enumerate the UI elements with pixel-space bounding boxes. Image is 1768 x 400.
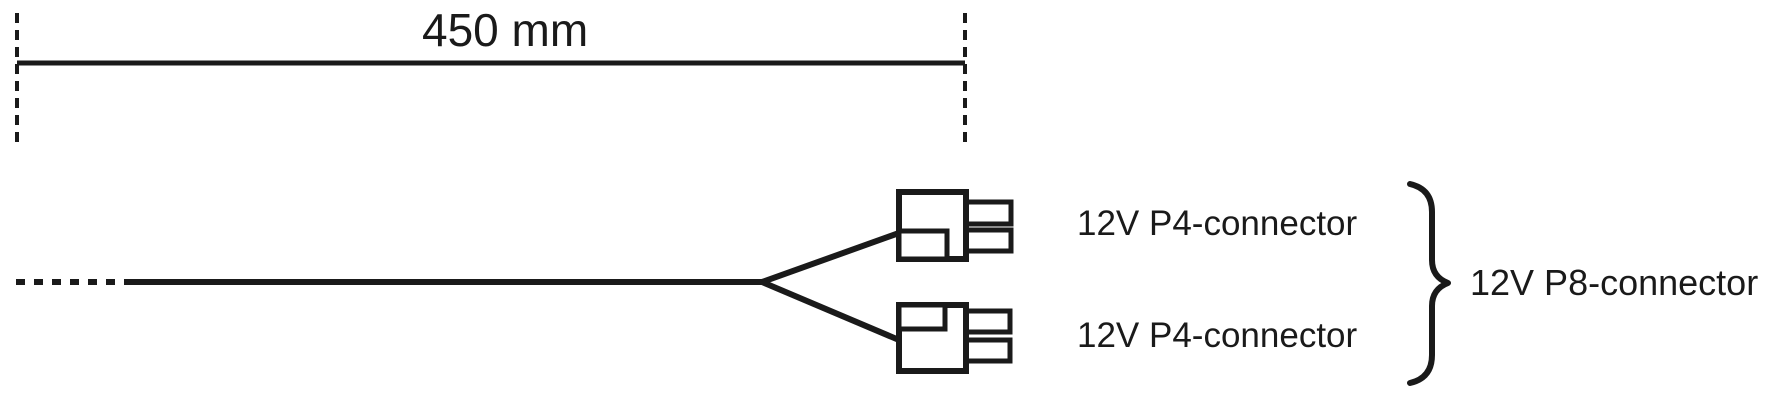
dimension-label: 450 mm	[422, 4, 589, 56]
p4-connector-bottom-label: 12V P4-connector	[1077, 316, 1358, 355]
connector-pin	[961, 308, 1013, 335]
p4-connector-top-label: 12V P4-connector	[1077, 204, 1358, 243]
connector-pin	[961, 227, 1014, 254]
line-art-group	[15, 13, 1451, 386]
branch-wire-bottom	[760, 279, 901, 343]
connector-latch	[896, 302, 948, 332]
p8-connector-label: 12V P8-connector	[1470, 262, 1759, 303]
curly-brace	[1407, 181, 1451, 386]
p4-connector-top	[896, 189, 1014, 262]
connector-latch	[896, 228, 950, 262]
connector-pin	[961, 199, 1014, 227]
branch-wire-top	[760, 230, 901, 285]
connector-pin	[961, 337, 1013, 364]
p4-connector-bottom	[896, 302, 1013, 374]
